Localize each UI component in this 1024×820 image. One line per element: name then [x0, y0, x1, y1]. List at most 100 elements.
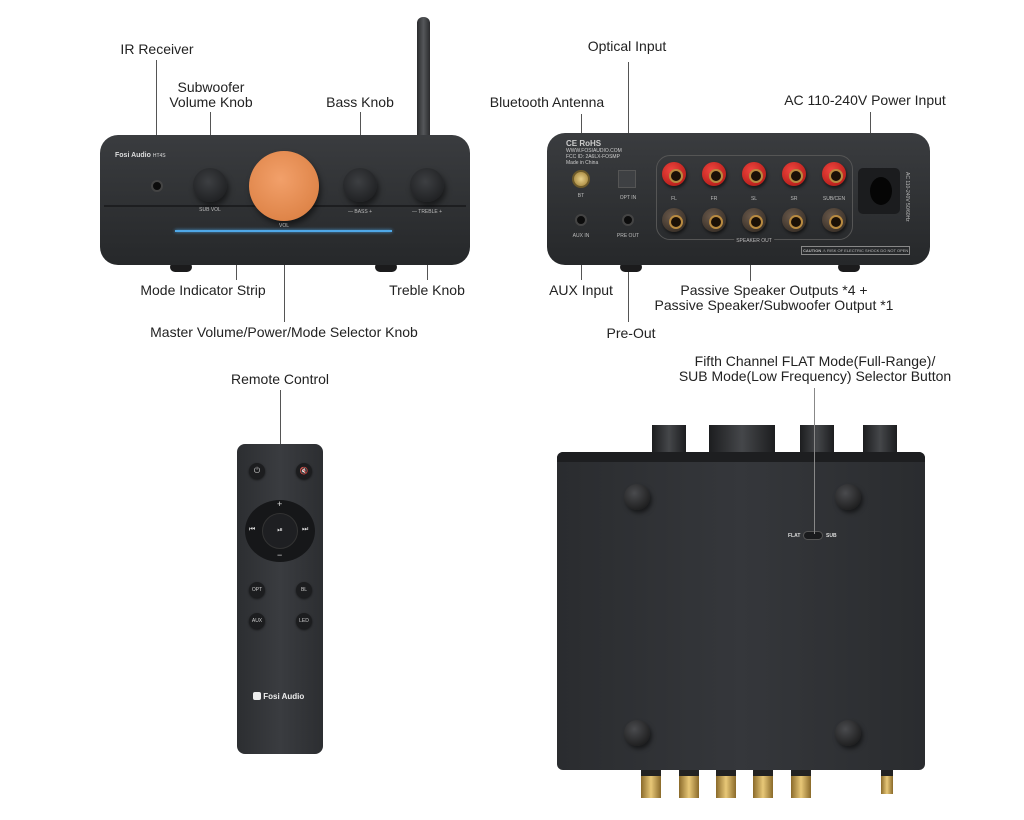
ac-power-inlet — [858, 168, 900, 214]
label-optical-input: Optical Input — [587, 38, 667, 54]
remote-brand: Fosi Audio — [263, 692, 305, 701]
cert-marks: CE RoHS — [566, 139, 602, 148]
made-text: Made in China — [566, 160, 599, 166]
power-button[interactable]: ⏻ — [249, 463, 265, 479]
previous-button[interactable]: ⏮ — [249, 526, 256, 533]
leader-line — [814, 388, 815, 534]
aux-button[interactable]: AUX — [249, 613, 265, 629]
leader-line — [284, 228, 285, 322]
label-line: Passive Speaker Outputs *4 + — [680, 282, 868, 298]
aux-text: AUX IN — [572, 233, 590, 239]
label-treble-knob: Treble Knob — [389, 282, 465, 298]
label-line: Subwoofer — [177, 79, 245, 95]
knob-top — [800, 425, 834, 455]
ir-receiver-jack — [151, 180, 163, 192]
label-line: Passive Speaker/Subwoofer Output *1 — [654, 297, 894, 313]
speaker-connector — [791, 768, 811, 798]
pre-text: PRE OUT — [616, 233, 640, 239]
volume-down-button[interactable]: − — [277, 550, 283, 560]
sub-volume-knob[interactable] — [193, 168, 227, 202]
cert-block: CE RoHS WWW.FOSIAUDIO.COM FCC ID: 2A6LX-… — [566, 139, 622, 166]
antenna-connector — [881, 768, 893, 794]
channel-label: SR — [790, 196, 798, 202]
channel-label: FR — [710, 196, 718, 202]
bt-text: BT — [577, 193, 585, 199]
speaker-post-red[interactable] — [702, 162, 726, 186]
leader-line — [628, 62, 629, 174]
brand-logo: Fosi Audio HT4S — [115, 152, 166, 159]
foot — [375, 262, 397, 272]
rubber-foot — [624, 484, 650, 510]
speaker-post-red[interactable] — [742, 162, 766, 186]
foot — [170, 262, 192, 272]
optical-input-port — [618, 170, 636, 188]
rubber-foot — [835, 720, 861, 746]
label-line: SUB Mode(Low Frequency) Selector Button — [678, 368, 952, 384]
channel-label: SL — [750, 196, 758, 202]
ac-socket — [870, 177, 892, 205]
ac-rating-text: AC 110-240V 50/60Hz — [904, 172, 910, 222]
label-line: Volume Knob — [169, 94, 253, 110]
treble-text: — TREBLE + — [411, 209, 443, 215]
caution-text: CAUTION — [803, 248, 822, 253]
speaker-post-red[interactable] — [822, 162, 846, 186]
speaker-connector — [716, 768, 736, 798]
top-rim — [557, 452, 925, 462]
treble-knob[interactable] — [410, 168, 444, 202]
bass-knob[interactable] — [343, 168, 377, 202]
speaker-post-black[interactable] — [822, 208, 846, 232]
master-volume-knob[interactable] — [249, 151, 319, 221]
opt-text: OPT IN — [619, 195, 637, 201]
speaker-post-red[interactable] — [662, 162, 686, 186]
speaker-connector — [679, 768, 699, 798]
sub-vol-text: SUB VOL — [199, 207, 221, 213]
channel-label: SUB/CEN — [822, 196, 846, 202]
channel-label: FL — [671, 196, 677, 202]
leader-line — [628, 232, 629, 322]
vol-text: VOL — [278, 223, 290, 229]
label-bass-knob: Bass Knob — [326, 94, 394, 110]
fcc-text: FCC ID: 2A6LX-FOSMP — [566, 154, 620, 160]
label-ac-input: AC 110-240V Power Input — [784, 92, 946, 108]
pre-out-jack — [622, 214, 634, 226]
label-mode-strip: Mode Indicator Strip — [140, 282, 266, 298]
label-pre-out: Pre-Out — [606, 325, 656, 341]
speaker-post-black[interactable] — [702, 208, 726, 232]
bt-antenna-connector — [572, 170, 590, 188]
speaker-connector — [753, 768, 773, 798]
knob-top — [709, 425, 775, 455]
label-remote: Remote Control — [230, 371, 330, 387]
url-text: WWW.FOSIAUDIO.COM — [566, 148, 622, 154]
bass-text: — BASS + — [347, 209, 373, 215]
speaker-post-black[interactable] — [662, 208, 686, 232]
speaker-post-black[interactable] — [742, 208, 766, 232]
caution-label: CAUTION ⚠ RISK OF ELECTRIC SHOCK DO NOT … — [801, 246, 911, 255]
sub-text: SUB — [826, 533, 837, 539]
bl-button[interactable]: BL — [296, 582, 312, 598]
label-speaker-outputs: Passive Speaker Outputs *4 +Passive Spea… — [655, 283, 894, 313]
flat-sub-selector-switch[interactable] — [803, 531, 823, 540]
mute-button[interactable]: 🔇 — [296, 463, 312, 479]
brand-icon — [253, 692, 261, 700]
speaker-post-black[interactable] — [782, 208, 806, 232]
label-bt-antenna: Bluetooth Antenna — [489, 94, 605, 110]
led-button[interactable]: LED — [296, 613, 312, 629]
antenna — [417, 17, 430, 142]
label-line: Fifth Channel FLAT Mode(Full-Range)/ — [694, 353, 936, 369]
volume-up-button[interactable]: + — [277, 499, 283, 509]
next-button[interactable]: ⏭ — [302, 526, 309, 533]
play-pause-button[interactable]: ⏯ — [262, 513, 298, 549]
foot — [620, 262, 642, 272]
knob-top — [863, 425, 897, 455]
mode-indicator-strip — [175, 230, 392, 232]
foot — [838, 262, 860, 272]
label-master-knob: Master Volume/Power/Mode Selector Knob — [150, 324, 418, 340]
speaker-post-red[interactable] — [782, 162, 806, 186]
remote-body — [237, 444, 323, 754]
aux-input-jack — [575, 214, 587, 226]
label-aux-input: AUX Input — [549, 282, 613, 298]
leader-line — [156, 60, 157, 178]
opt-button[interactable]: OPT — [249, 582, 265, 598]
model: HT4S — [152, 153, 166, 159]
